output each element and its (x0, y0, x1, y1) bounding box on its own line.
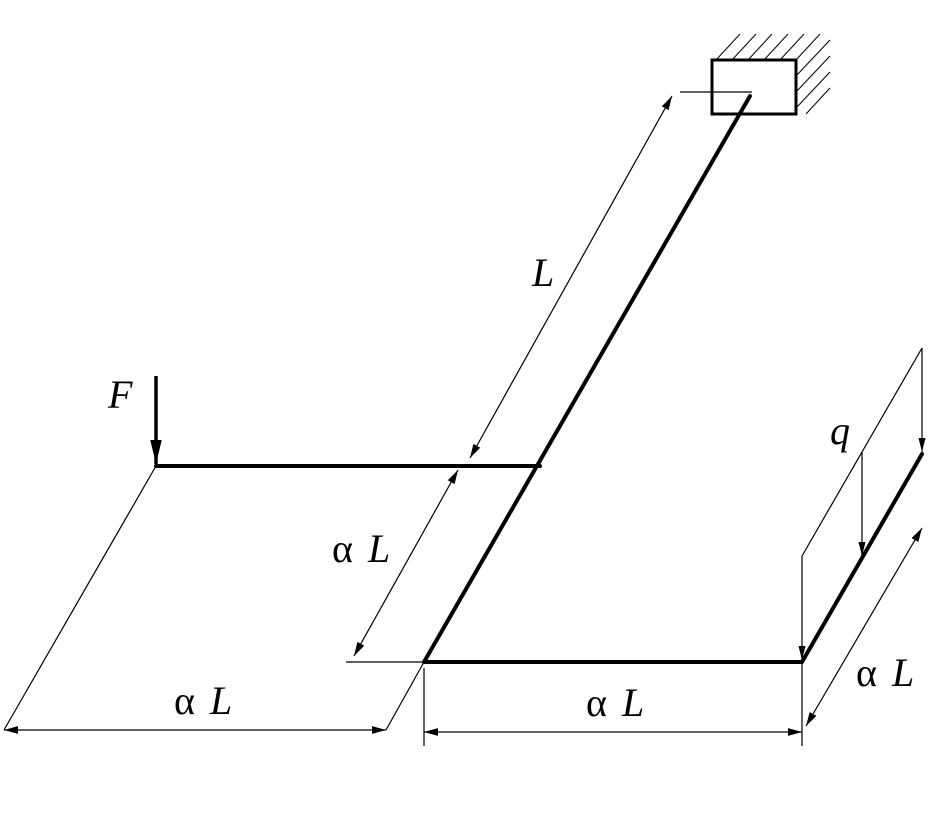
dimension-lines (4, 95, 923, 736)
svg-text:α: α (332, 526, 353, 571)
dimension-alphaL-vertical (353, 469, 459, 657)
fixed-support (710, 33, 831, 116)
svg-text:L: L (621, 680, 644, 725)
distributed-load (798, 347, 926, 660)
label-alphaL-vertical: α L (332, 526, 390, 571)
label-alphaL-left: α L (174, 678, 232, 723)
wall-hatching (715, 33, 831, 115)
svg-text:L: L (209, 678, 232, 723)
svg-text:α: α (174, 678, 195, 723)
dimension-alphaL-right (805, 527, 923, 727)
svg-text:L: L (367, 526, 390, 571)
label-alphaL-bottom: α L (586, 680, 644, 725)
length-label-L: L (531, 250, 554, 295)
clamp-block (710, 58, 798, 116)
svg-text:α: α (856, 650, 877, 695)
dimension-L (469, 95, 673, 459)
load-label: q (830, 408, 850, 453)
extension-lines (3, 91, 809, 746)
svg-text:L: L (891, 650, 914, 695)
label-alphaL-right: α L (856, 650, 914, 695)
force-label: F (107, 372, 133, 417)
svg-text:α: α (586, 680, 607, 725)
member-main-diagonal (422, 94, 752, 664)
frame-members (154, 94, 924, 664)
